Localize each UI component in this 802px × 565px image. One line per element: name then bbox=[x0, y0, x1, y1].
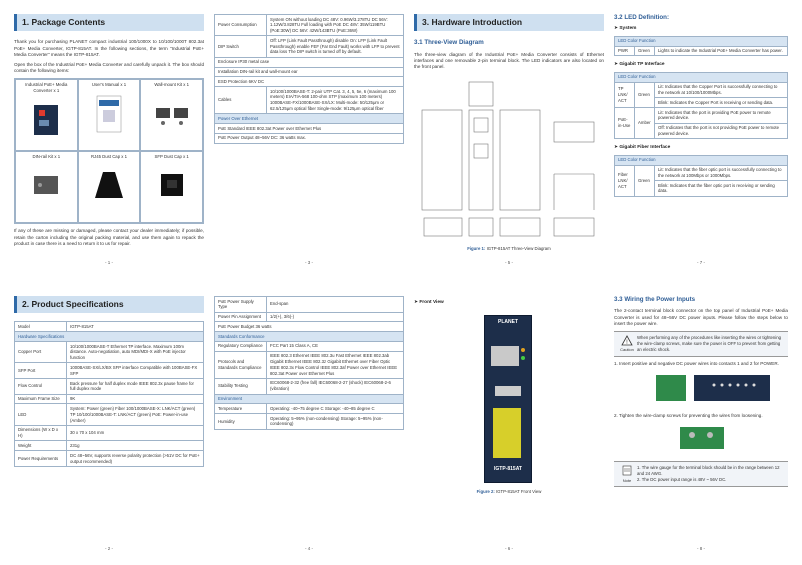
package-contents-grid: Industrial PoE+ Media Converter x 1 User… bbox=[14, 78, 204, 225]
brand-logo: PLANET bbox=[498, 319, 518, 326]
page-number: - 8 - bbox=[696, 546, 705, 551]
subsection-title: 3.3 Wiring the Power Inputs bbox=[614, 296, 696, 303]
caution-box: ! Caution When performing any of the pro… bbox=[614, 330, 788, 357]
front-view-heading: ➤ Front View bbox=[414, 300, 444, 305]
page-number: - 1 - bbox=[104, 260, 113, 265]
package-item: User's Manual x 1 bbox=[77, 79, 141, 152]
gigabit-fiber-heading: ➤ Gigabit Fiber Interface bbox=[614, 145, 671, 151]
subsection-title: 3.1 Three-View Diagram bbox=[414, 39, 484, 47]
section-title: 2. Product Specifications bbox=[14, 296, 204, 314]
system-heading: ➤ System bbox=[614, 26, 637, 32]
page-number: - 2 - bbox=[104, 546, 113, 551]
page-6: ➤ Front View PLANET IGTP-815AT Figure 2:… bbox=[414, 296, 604, 551]
warning-icon: ! bbox=[621, 335, 633, 346]
step-2: 2. Tighten the wire-clamp screws for pre… bbox=[614, 413, 763, 419]
note-1: 1. The wire gauge for the terminal block… bbox=[637, 465, 780, 477]
three-view-diagram bbox=[414, 74, 604, 244]
rj45-dust-cap-image bbox=[94, 172, 123, 199]
figure-caption: Figure 1: IGTP-815AT Three-View Diagram bbox=[467, 246, 551, 252]
intro-text: The 2-contact terminal block connector o… bbox=[614, 308, 788, 326]
page-number: - 6 - bbox=[504, 546, 513, 551]
intro-text: Thank you for purchasing PLANET compact … bbox=[14, 39, 204, 57]
sfp-port bbox=[493, 408, 521, 459]
three-view-drawing bbox=[421, 82, 595, 237]
terminal-block-photo bbox=[680, 427, 724, 450]
package-item: Industrial PoE+ Media Converter x 1 bbox=[15, 79, 78, 152]
dip-switch bbox=[495, 386, 521, 397]
wall-mount-kit-image bbox=[155, 108, 188, 126]
package-item: Wall-mount Kit x 1 bbox=[140, 79, 203, 152]
intro-text-2: Open the box of the Industrial PoE+ Medi… bbox=[14, 62, 204, 74]
din-rail-kit-image bbox=[34, 176, 59, 195]
page-7: 3.2 LED Definition: ➤ System LED Color F… bbox=[614, 14, 788, 265]
svg-text:!: ! bbox=[626, 340, 628, 346]
section-title: 3. Hardware Introduction bbox=[414, 14, 604, 32]
sfp-dust-cap-image bbox=[160, 174, 183, 197]
front-view-figure: PLANET IGTP-815AT bbox=[414, 309, 604, 489]
manual-image bbox=[96, 95, 122, 133]
package-item: DIN-rail Kit x 1 bbox=[15, 151, 78, 224]
tp-led bbox=[521, 356, 525, 361]
page-number: - 7 - bbox=[696, 260, 705, 265]
section-title: 1. Package Contents bbox=[14, 14, 204, 32]
page-1: 1. Package Contents Thank you for purcha… bbox=[14, 14, 204, 265]
step-1: 1. Insert positive and negative DC power… bbox=[614, 360, 779, 366]
outro-text: If any of these are missing or damaged, … bbox=[14, 228, 204, 246]
rj45-port bbox=[491, 346, 519, 367]
page-8: 3.3 Wiring the Power Inputs The 2-contac… bbox=[614, 296, 788, 551]
page-number: - 5 - bbox=[504, 260, 513, 265]
page-number: - 4 - bbox=[304, 546, 313, 551]
gigabit-tp-heading: ➤ Gigabit TP Interface bbox=[614, 62, 665, 68]
subsection-title: 3.2 LED Definition: bbox=[614, 14, 670, 21]
note-box: Note 1. The wire gauge for the terminal … bbox=[614, 461, 788, 488]
package-item: RJ45 Dust Cap x 1 bbox=[77, 151, 141, 224]
package-item: SFP Dust Cap x 1 bbox=[140, 151, 203, 224]
page-number: - 3 - bbox=[304, 260, 313, 265]
converter-image bbox=[34, 105, 59, 135]
device-front-panel: PLANET IGTP-815AT bbox=[484, 315, 532, 484]
note-2: 2. The DC power input range is 48V ~ 56V… bbox=[637, 477, 727, 483]
device-label: IGTP-815AT bbox=[494, 465, 522, 472]
figure-caption: Figure 2: IGTP-815AT Front View bbox=[476, 489, 542, 495]
note-icon bbox=[622, 466, 632, 476]
terminal-block-diagram bbox=[656, 374, 770, 401]
intro-text: The three-view diagram of the Industrial… bbox=[414, 51, 604, 70]
poe-led bbox=[521, 348, 525, 353]
page-5: 3. Hardware Introduction 3.1 Three-View … bbox=[414, 14, 604, 265]
